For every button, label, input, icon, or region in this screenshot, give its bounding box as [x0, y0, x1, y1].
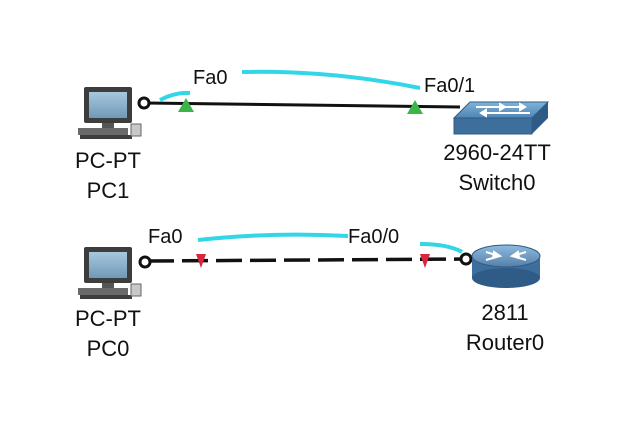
device-router0[interactable]: [471, 244, 541, 288]
device-name-pc1: PC1: [87, 178, 130, 203]
device-pc1[interactable]: [78, 87, 142, 139]
port-highlight-pc0: [197, 232, 349, 242]
link-status-down-indicator: [196, 254, 206, 268]
connector-icon: [138, 255, 152, 269]
device-pc0[interactable]: [78, 247, 142, 299]
link-status-up-indicator: [178, 98, 194, 112]
link-status-up-indicator: [407, 100, 423, 114]
switch-icon: [452, 101, 550, 135]
link-status-down-indicator: [420, 254, 430, 268]
router-icon: [471, 244, 541, 288]
pc-icon: [78, 87, 142, 139]
link-pc1-switch0[interactable]: [137, 69, 461, 114]
cable-crossover: [147, 257, 471, 263]
device-model-pc1: PC-PT: [75, 148, 141, 173]
port-label-pc0: Fa0: [148, 226, 182, 248]
connector-icon: [137, 96, 151, 110]
port-label-switch0: Fa0/1: [424, 75, 475, 97]
device-name-switch0: Switch0: [458, 170, 535, 195]
connector-icon: [459, 252, 473, 266]
device-model-router0: 2811: [481, 300, 528, 325]
link-pc0-router0[interactable]: [138, 232, 473, 269]
device-model-switch0: 2960-24TT: [443, 140, 551, 165]
device-model-pc0: PC-PT: [75, 306, 141, 331]
cable-straight: [145, 101, 461, 109]
device-name-router0: Router0: [466, 330, 544, 355]
port-label-router0: Fa0/0: [348, 226, 399, 248]
port-highlight-switch0: [241, 69, 421, 90]
device-name-pc0: PC0: [87, 336, 130, 361]
port-highlight-router0: [419, 242, 463, 254]
pc-icon: [78, 247, 142, 299]
port-label-pc1: Fa0: [193, 67, 227, 89]
device-switch0[interactable]: [452, 101, 550, 135]
port-highlight-pc1: [159, 90, 191, 102]
